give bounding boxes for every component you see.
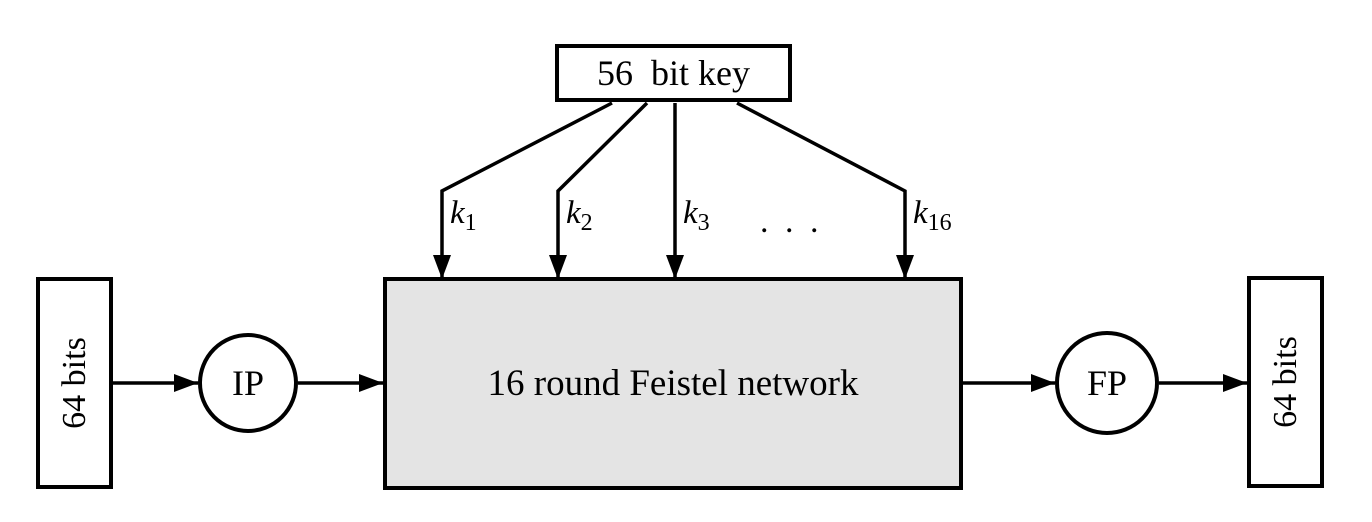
subkey-k3-sub: 3 (697, 210, 710, 236)
key-box-label: 56 bit key (597, 53, 750, 93)
subkey-k16-base: k (913, 195, 928, 231)
input-bits-box: 64 bits (36, 277, 113, 489)
ellipsis-label: . . . (760, 203, 823, 240)
arrow-key-to-k2 (549, 101, 649, 279)
input-bits-label: 64 bits (55, 337, 93, 429)
key-box: 56 bit key (555, 44, 792, 102)
fp-node: FP (1055, 331, 1159, 435)
subkey-k2-sub: 2 (580, 210, 593, 236)
subkey-k1-base: k (450, 195, 465, 231)
subkey-k2-base: k (566, 195, 581, 231)
arrow-key-to-k1 (433, 101, 613, 279)
ip-node: IP (198, 333, 298, 433)
ip-label: IP (231, 363, 264, 403)
subkey-k3-base: k (683, 195, 698, 231)
subkey-k1-sub: 1 (464, 210, 477, 236)
subkey-label-k2: k2 (566, 195, 593, 236)
subkey-label-k1: k1 (450, 195, 477, 236)
arrow-key-to-k16 (736, 101, 914, 279)
output-bits-box: 64 bits (1247, 276, 1324, 488)
subkey-label-k3: k3 (683, 195, 710, 236)
fp-label: FP (1086, 363, 1128, 403)
subkey-k16-sub: 16 (927, 210, 952, 236)
subkey-label-k16: k16 (913, 195, 952, 236)
feistel-box-label: 16 round Feistel network (487, 363, 859, 404)
feistel-box: 16 round Feistel network (383, 277, 963, 490)
output-bits-label: 64 bits (1266, 336, 1304, 428)
